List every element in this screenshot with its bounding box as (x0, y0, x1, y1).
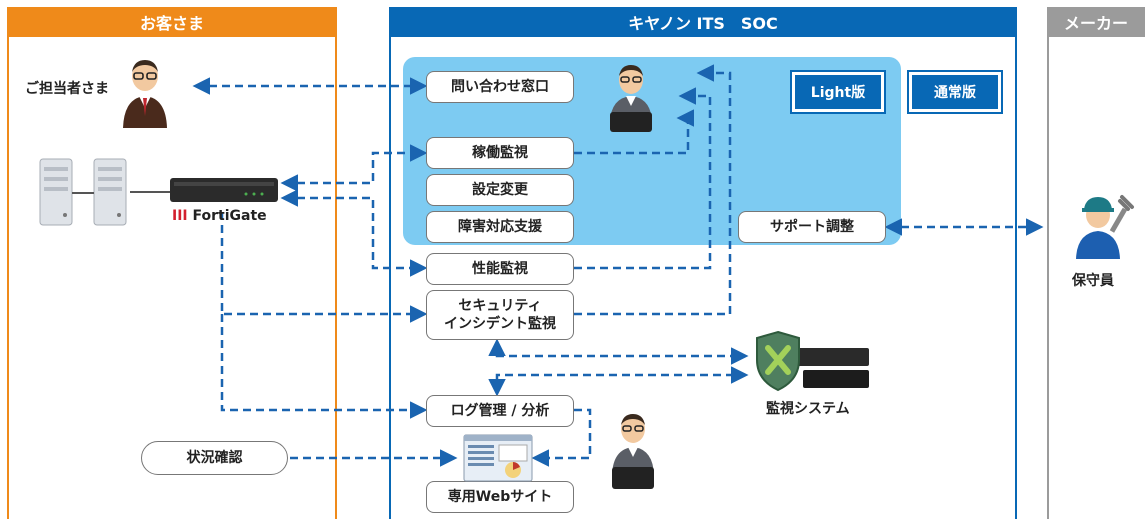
monitoring-system-icon (756, 330, 869, 392)
server-icon (39, 158, 127, 226)
normal-edition-badge-frame: 通常版 (907, 70, 1003, 114)
soc-column-title: キヤノン ITS SOC (628, 14, 778, 33)
web-operator-icon (612, 414, 654, 489)
support-coordination-box: サポート調整 (738, 211, 886, 243)
fortigate-logo-mark: III (172, 208, 193, 224)
customer-column-header: お客さま (7, 7, 337, 37)
log-management-box: ログ管理 / 分析 (426, 395, 574, 427)
light-edition-badge-frame: Light版 (790, 70, 886, 114)
customer-person-label: ご担当者さま (25, 81, 109, 97)
security-incident-box: セキュリティ インシデント監視 (426, 290, 574, 340)
maker-column-title: メーカー (1063, 14, 1128, 33)
soc-operator-icon (610, 65, 652, 132)
security-incident-line1: セキュリティ (458, 297, 542, 314)
status-check-button[interactable]: 状況確認 (141, 441, 288, 475)
fault-support-box: 障害対応支援 (426, 211, 574, 243)
maintenance-staff-icon (1076, 195, 1134, 259)
config-change-box: 設定変更 (426, 174, 574, 206)
maker-column (1047, 7, 1145, 519)
fortigate-device-icon (130, 178, 278, 202)
contact-window-box: 問い合わせ窓口 (426, 71, 574, 103)
monitoring-system-label: 監視システム (766, 401, 850, 417)
maker-column-header: メーカー (1047, 7, 1145, 37)
soc-column-header: キヤノン ITS SOC (389, 7, 1017, 37)
uptime-monitoring-box: 稼働監視 (426, 137, 574, 169)
maintenance-staff-label: 保守員 (1072, 273, 1114, 289)
fortigate-logo: III FortiGate (172, 208, 267, 224)
security-incident-line2: インシデント監視 (444, 316, 556, 332)
normal-edition-badge: 通常版 (912, 75, 998, 109)
customer-column-title: お客さま (139, 14, 204, 33)
dedicated-website-box[interactable]: 専用Webサイト (426, 481, 574, 513)
light-edition-badge: Light版 (795, 75, 881, 109)
customer-person-icon (123, 60, 167, 128)
performance-monitoring-box: 性能監視 (426, 253, 574, 285)
web-dashboard-icon (463, 434, 533, 482)
fortigate-label: FortiGate (192, 208, 267, 224)
